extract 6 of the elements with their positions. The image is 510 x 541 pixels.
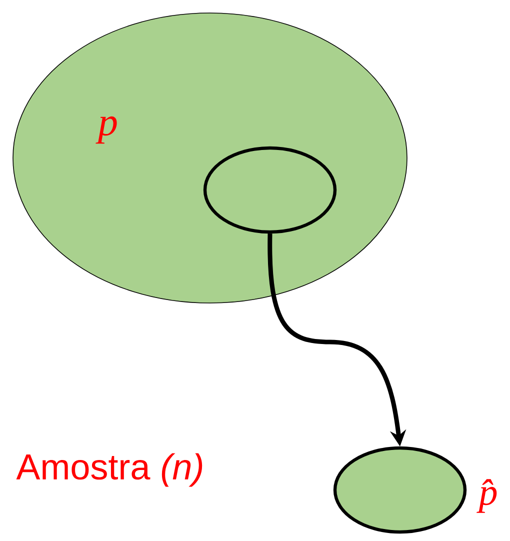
node-label: p	[96, 116, 117, 144]
node-label: p̂	[476, 479, 497, 513]
ellipse-shape	[333, 446, 467, 534]
sample-label: Amostra (n)	[16, 453, 202, 487]
ellipse-shape	[203, 146, 337, 234]
ellipse-shape	[12, 12, 408, 304]
